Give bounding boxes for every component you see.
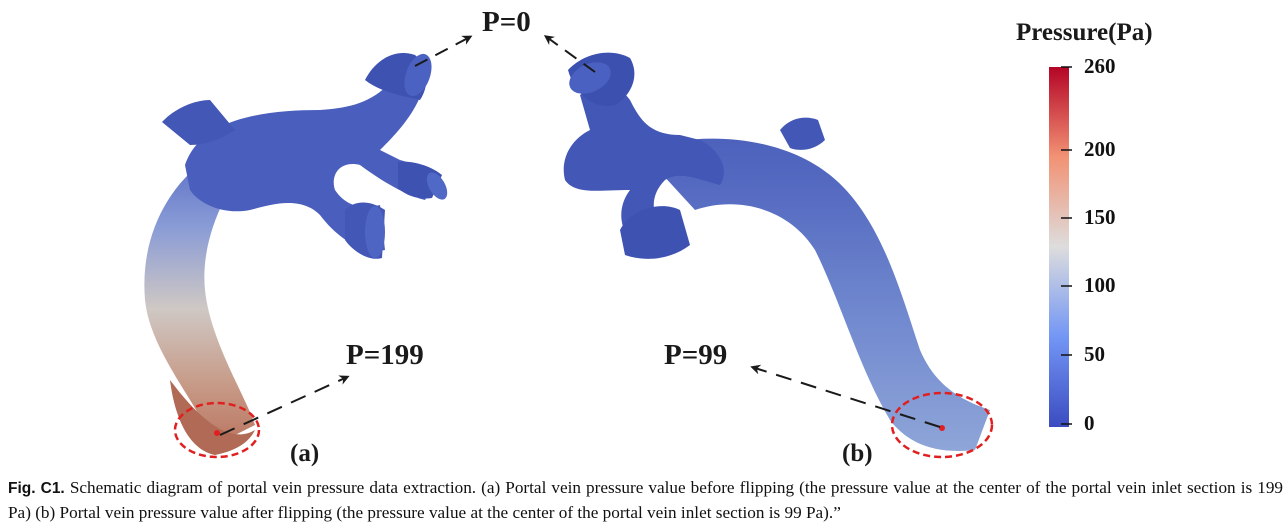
panel-label-a: (a): [290, 440, 320, 467]
arrow-inlet-b: [750, 364, 941, 428]
inlet-pressure-label-b: P=99: [664, 339, 728, 371]
vessel-a-trunk: [144, 150, 255, 445]
vessel-b-right-stub: [780, 117, 825, 150]
colorbar-tick-label: 150: [1084, 205, 1116, 229]
inlet-pressure-label-a: P=199: [346, 339, 424, 371]
colorbar-tick-label: 200: [1084, 137, 1116, 161]
vessel-b: [563, 52, 990, 451]
colorbar-tick-label: 0: [1084, 411, 1095, 435]
colorbar-tick-label: 260: [1084, 54, 1116, 78]
vessel-b-trunk: [640, 138, 990, 451]
colorbar-tick-label: 50: [1084, 342, 1105, 366]
caption-text: Schematic diagram of portal vein pressur…: [8, 478, 1284, 522]
arrow-inlet-a: [219, 375, 350, 436]
inlet-ring-a: [173, 401, 261, 459]
figure-graphic: [144, 35, 1072, 459]
vessel-b-bulb: [563, 85, 724, 250]
arrow-outlet-b: [543, 35, 596, 73]
vessel-a-left-branch: [162, 100, 235, 145]
colorbar-ticks: [1061, 66, 1072, 425]
vessel-a-bulb: [185, 70, 440, 251]
colorbar-title: Pressure(Pa): [1016, 19, 1153, 46]
caption-label: Fig. C1.: [8, 480, 65, 497]
vessel-b-lower-outlet: [620, 206, 690, 259]
figure-caption: Fig. C1. Schematic diagram of portal vei…: [8, 476, 1283, 525]
vessel-a: [144, 52, 448, 455]
panel-label-b: (b): [842, 440, 873, 467]
colorbar-tick-label: 100: [1084, 273, 1116, 297]
arrow-outlet-a: [414, 35, 473, 67]
outlet-pressure-label: P=0: [482, 6, 531, 38]
colorbar-gradient: [1049, 67, 1069, 427]
inlet-ring-b: [890, 391, 994, 459]
